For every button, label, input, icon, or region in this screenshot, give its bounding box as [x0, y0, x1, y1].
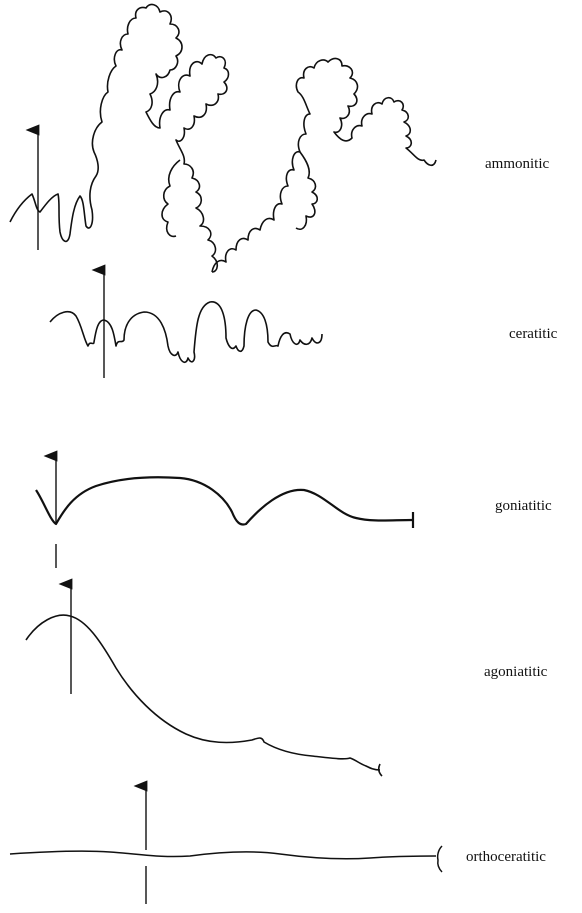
goniatitic-suture [36, 477, 413, 528]
label-goniatitic: goniatitic [495, 498, 552, 515]
label-ceratitic: ceratitic [509, 326, 557, 343]
label-ammonitic: ammonitic [485, 156, 549, 173]
orthoceratitic-suture [10, 846, 442, 872]
ammonitic-suture [10, 5, 436, 272]
ceratitic-suture [50, 302, 322, 362]
label-orthoceratitic: orthoceratitic [466, 849, 546, 866]
agoniatitic-suture [26, 615, 382, 776]
label-agoniatitic: agoniatitic [484, 664, 547, 681]
